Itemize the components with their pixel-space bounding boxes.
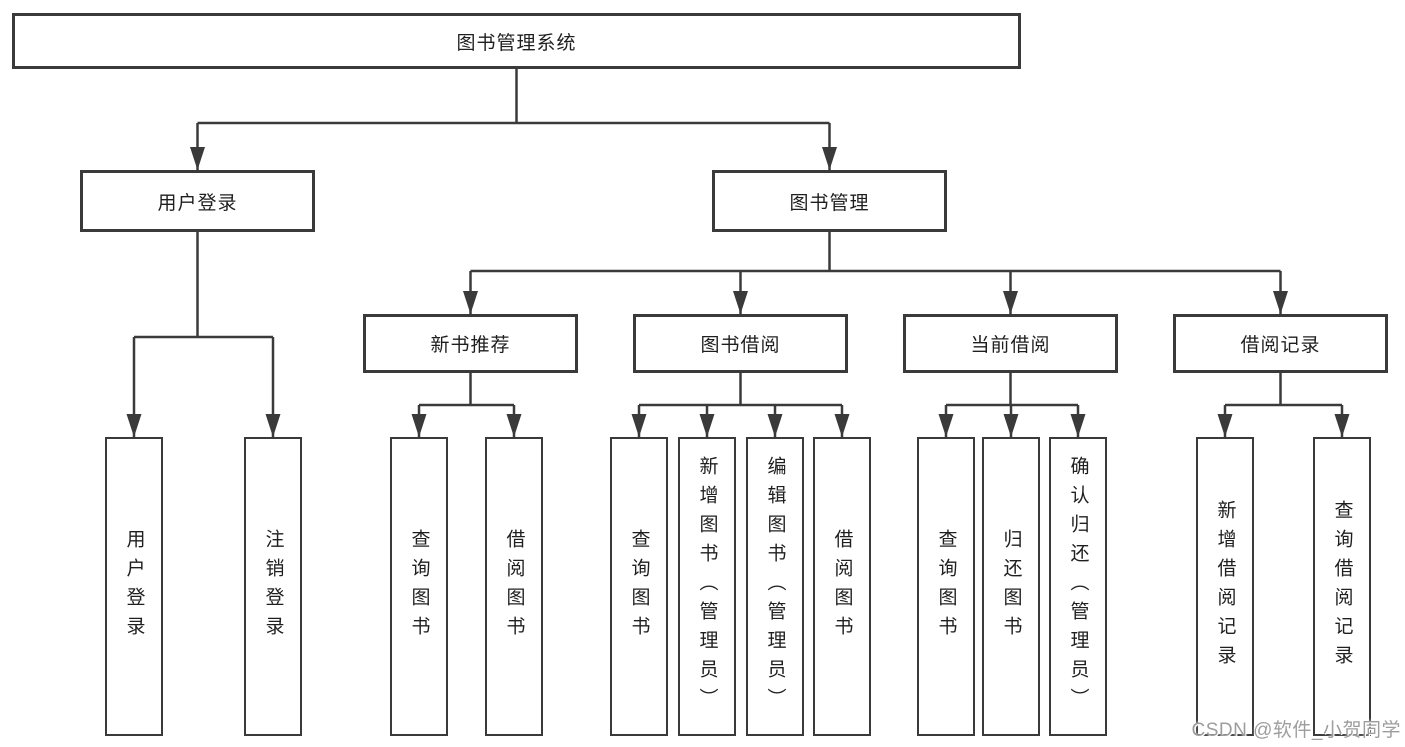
leaf-borrow-books-borrowing: 借阅图书 [813, 437, 871, 736]
leaf-query-borrow-record: 查询借阅记录 [1313, 437, 1371, 736]
leaf-return-books: 归还图书 [982, 437, 1040, 736]
node-new-book-recommendation: 新书推荐 [363, 314, 578, 373]
leaf-label: 查询借阅记录 [1331, 499, 1353, 674]
leaf-label: 借阅图书 [503, 528, 525, 645]
leaf-label: 编辑图书（管理员） [764, 456, 786, 717]
node-current-borrowing: 当前借阅 [903, 314, 1118, 373]
connector-root-to-level2 [190, 69, 837, 170]
leaf-logout: 注销登录 [244, 437, 302, 736]
connector-borrowing-records-to-leaves [1217, 373, 1350, 437]
leaf-label: 用户登录 [123, 528, 145, 645]
leaf-label: 确认归还（管理员） [1067, 456, 1089, 717]
leaf-label: 查询图书 [935, 528, 957, 645]
leaf-user-login: 用户登录 [105, 437, 163, 736]
leaf-label: 注销登录 [262, 528, 284, 645]
node-label: 图书借阅 [700, 335, 781, 356]
leaf-edit-book-admin: 编辑图书（管理员） [746, 437, 804, 736]
leaf-borrow-books-recommend: 借阅图书 [485, 437, 543, 736]
leaf-confirm-return-admin: 确认归还（管理员） [1049, 437, 1107, 736]
leaf-label: 查询图书 [628, 528, 650, 645]
node-label: 借阅记录 [1240, 335, 1321, 356]
csdn-watermark: CSDN @软件_小贺同学 [1191, 720, 1401, 741]
connector-new-book-recommendation-to-leaves [411, 373, 522, 437]
connector-current-borrowing-to-leaves [938, 373, 1086, 437]
node-label: 当前借阅 [970, 335, 1051, 356]
node-library-management-system: 图书管理系统 [12, 13, 1021, 69]
leaf-add-borrow-record: 新增借阅记录 [1196, 437, 1254, 736]
leaf-label: 查询图书 [408, 528, 430, 645]
leaf-query-books-current: 查询图书 [917, 437, 975, 736]
leaf-label: 借阅图书 [831, 528, 853, 645]
leaf-add-book-admin: 新增图书（管理员） [678, 437, 736, 736]
leaf-label: 新增图书（管理员） [696, 456, 718, 717]
node-label: 图书管理系统 [456, 32, 577, 54]
node-book-borrowing: 图书借阅 [633, 314, 848, 373]
node-user-login: 用户登录 [80, 170, 315, 232]
connector-book-management-to-level3 [463, 232, 1288, 314]
node-book-management: 图书管理 [712, 170, 947, 232]
leaf-label: 新增借阅记录 [1214, 499, 1236, 674]
leaf-query-books-recommend: 查询图书 [390, 437, 448, 736]
connector-user-login-to-leaves [126, 232, 281, 437]
node-label: 图书管理 [789, 192, 870, 214]
connector-book-borrowing-to-leaves [631, 373, 850, 437]
node-label: 新书推荐 [430, 335, 511, 356]
leaf-query-books-borrowing: 查询图书 [610, 437, 668, 736]
leaf-label: 归还图书 [1000, 528, 1022, 645]
node-borrowing-records: 借阅记录 [1173, 314, 1388, 373]
node-label: 用户登录 [157, 192, 238, 214]
